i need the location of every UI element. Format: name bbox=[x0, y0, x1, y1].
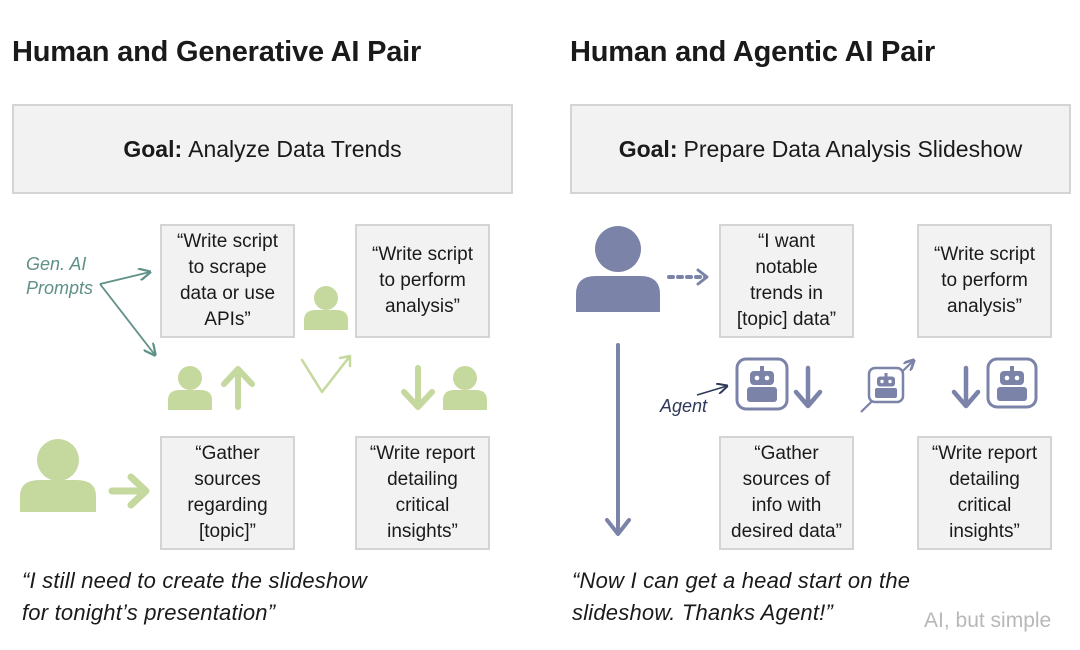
card-line: critical bbox=[395, 495, 450, 516]
robot-icon bbox=[867, 366, 905, 404]
person-icon bbox=[443, 366, 487, 410]
card-line: to perform bbox=[941, 270, 1028, 291]
gen-ai-prompts-label: Gen. AI Prompts bbox=[26, 252, 93, 300]
right-card-analysis: “Write script to perform analysis” bbox=[917, 224, 1052, 338]
dotted-arrow-icon bbox=[667, 268, 709, 286]
card-line: analysis” bbox=[385, 296, 460, 317]
card-line: [topic] data” bbox=[736, 309, 837, 330]
card-line: “Write script bbox=[177, 231, 278, 252]
card-line: “Gather bbox=[754, 443, 819, 464]
card-line: “I want bbox=[757, 231, 816, 252]
card-line: APIs” bbox=[204, 309, 251, 330]
left-quote: “I still need to create the slideshow fo… bbox=[22, 565, 367, 629]
card-line: to perform bbox=[379, 270, 466, 291]
card-line: regarding bbox=[187, 495, 268, 516]
quote-line: for tonight’s presentation” bbox=[22, 600, 276, 625]
card-line: “Gather bbox=[195, 443, 260, 464]
arrow-down-icon bbox=[401, 365, 435, 410]
person-icon bbox=[304, 286, 348, 330]
right-goal-box: Goal: Prepare Data Analysis Slideshow bbox=[570, 104, 1071, 194]
quote-line: slideshow. Thanks Agent!” bbox=[572, 600, 833, 625]
card-line: [topic]” bbox=[198, 521, 257, 542]
robot-icon bbox=[735, 357, 789, 411]
person-icon bbox=[168, 366, 212, 410]
v-arrow-icon bbox=[300, 354, 352, 394]
card-line: insights” bbox=[387, 521, 458, 542]
card-line: sources of bbox=[742, 469, 831, 490]
card-line: desired data” bbox=[731, 521, 842, 542]
card-line: analysis” bbox=[947, 296, 1022, 317]
card-line: to scrape bbox=[188, 257, 267, 278]
person-icon bbox=[20, 439, 96, 512]
right-title: Human and Agentic AI Pair bbox=[570, 36, 936, 68]
person-icon bbox=[576, 226, 660, 312]
left-goal-box: Goal: Analyze Data Trends bbox=[12, 104, 513, 194]
quote-line: “Now I can get a head start on the bbox=[572, 568, 911, 593]
left-card-gather: “Gather sources regarding [topic]” bbox=[160, 436, 295, 550]
arrow-down-icon bbox=[951, 365, 981, 409]
right-goal-text: Prepare Data Analysis Slideshow bbox=[683, 135, 1023, 162]
left-card-analysis: “Write script to perform analysis” bbox=[355, 224, 490, 338]
left-title: Human and Generative AI Pair bbox=[12, 36, 422, 68]
left-card-report: “Write report detailing critical insight… bbox=[355, 436, 490, 550]
card-line: notable bbox=[755, 257, 818, 278]
left-goal-label: Goal: bbox=[123, 135, 183, 162]
arrow-right-icon bbox=[108, 473, 150, 509]
left-card-scrape: “Write script to scrape data or use APIs… bbox=[160, 224, 295, 338]
label-line: Prompts bbox=[26, 278, 94, 298]
card-line: “Write report bbox=[369, 443, 476, 464]
right-card-report: “Write report detailing critical insight… bbox=[917, 436, 1052, 550]
card-line: “Write script bbox=[372, 244, 473, 265]
label-line: Gen. AI bbox=[26, 254, 87, 274]
card-line: critical bbox=[957, 495, 1012, 516]
arrow-up-icon bbox=[221, 366, 255, 410]
card-line: sources bbox=[194, 469, 261, 490]
card-line: “Write script bbox=[934, 244, 1035, 265]
right-goal-label: Goal: bbox=[618, 135, 678, 162]
card-line: “Write report bbox=[931, 443, 1038, 464]
card-line: info with bbox=[751, 495, 822, 516]
card-line: trends in bbox=[750, 283, 823, 304]
right-quote: “Now I can get a head start on the slide… bbox=[572, 565, 910, 629]
prompts-pointer-icon bbox=[99, 272, 155, 355]
card-line: data or use bbox=[179, 283, 276, 304]
arrow-down-icon bbox=[793, 365, 823, 409]
quote-line: “I still need to create the slideshow bbox=[22, 568, 367, 593]
watermark: AI, but simple bbox=[924, 609, 1052, 632]
card-line: detailing bbox=[387, 469, 458, 490]
long-arrow-down-icon bbox=[605, 343, 631, 536]
left-goal-text: Analyze Data Trends bbox=[188, 135, 402, 162]
agent-label: Agent bbox=[660, 396, 708, 416]
right-card-want: “I want notable trends in [topic] data” bbox=[719, 224, 854, 338]
right-card-gather: “Gather sources of info with desired dat… bbox=[719, 436, 854, 550]
card-line: detailing bbox=[949, 469, 1020, 490]
card-line: insights” bbox=[949, 521, 1020, 542]
agent-pointer-icon bbox=[696, 386, 727, 396]
robot-icon bbox=[986, 357, 1038, 409]
